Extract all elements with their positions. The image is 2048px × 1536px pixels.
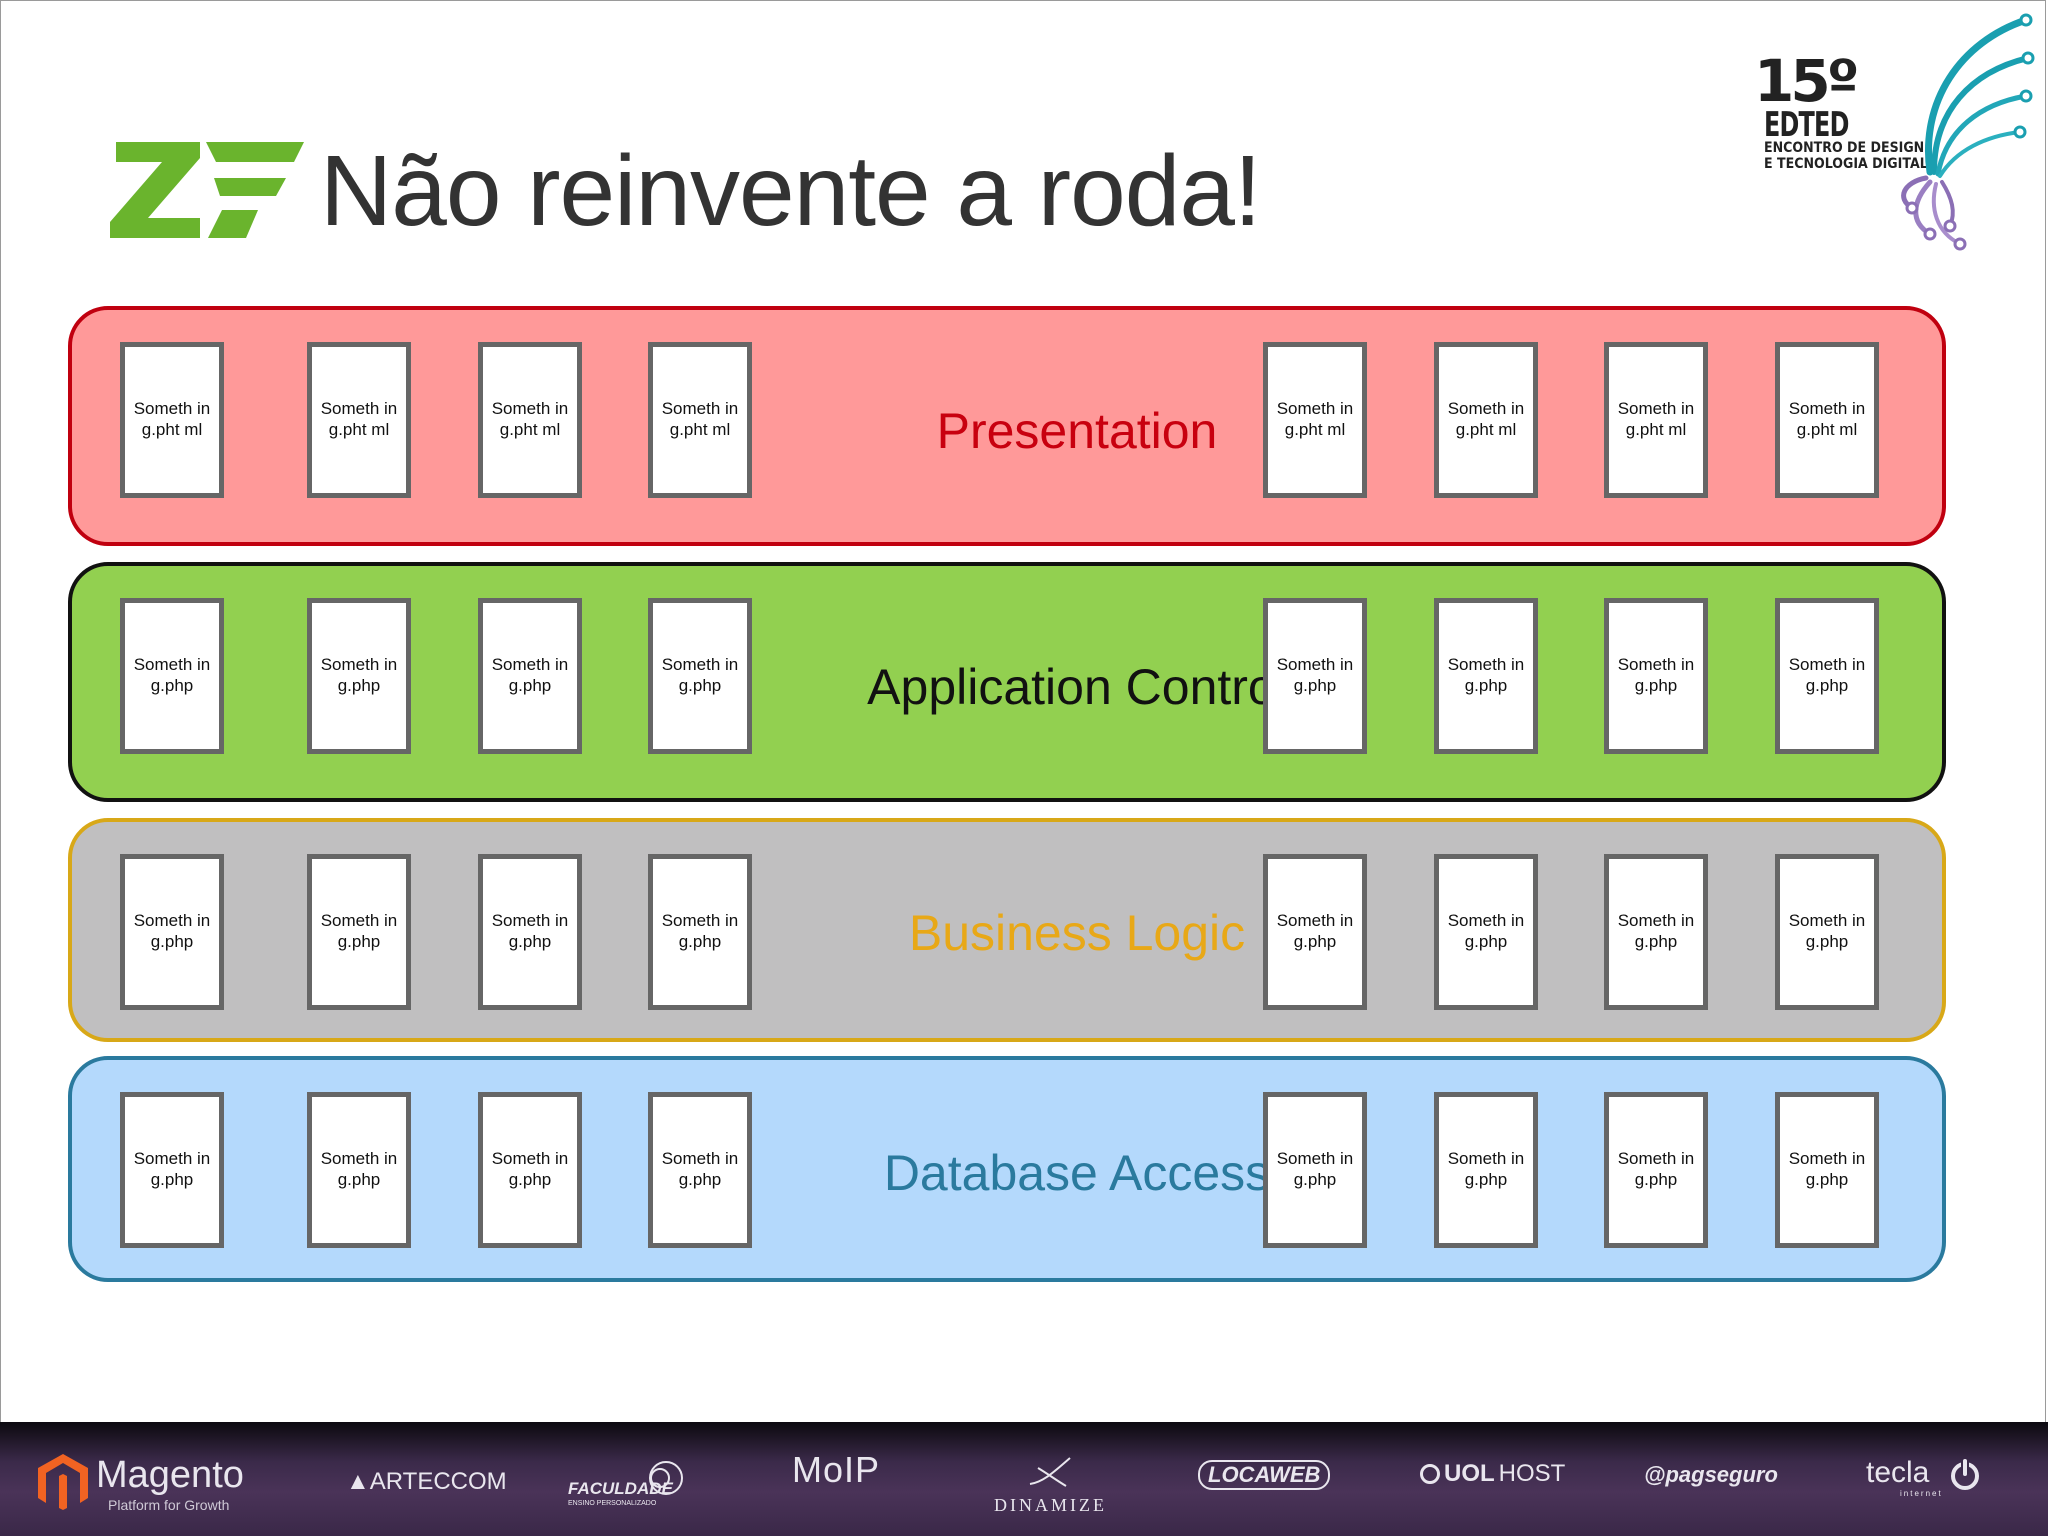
file-box: Someth ing.pht ml (478, 342, 582, 498)
faculdade-text: FACULDADE (568, 1479, 673, 1498)
arteccom-icon: ▲ (346, 1468, 370, 1495)
file-box: Someth ing.pht ml (1775, 342, 1879, 498)
file-box: Someth ing.pht ml (1604, 342, 1708, 498)
dinamize-logo: DINAMIZE (990, 1456, 1110, 1526)
file-box: Someth ing.php (120, 854, 224, 1010)
tecla-logo: tecla internet (1866, 1454, 1986, 1514)
file-box: Someth ing.php (1434, 854, 1538, 1010)
file-box: Someth ing.php (1604, 1092, 1708, 1248)
file-box: Someth ing.php (1263, 1092, 1367, 1248)
file-box: Someth ing.php (478, 854, 582, 1010)
magento-logo: Magento Platform for Growth (36, 1452, 256, 1522)
edted-subtitle-line1: ENCONTRO DE DESIGN (1764, 140, 1925, 156)
file-box: Someth ing.php (307, 598, 411, 754)
tecla-text: tecla (1866, 1456, 1930, 1489)
faculdade-icon (649, 1461, 683, 1495)
file-box: Someth ing.pht ml (1434, 342, 1538, 498)
file-box: Someth ing.php (1775, 1092, 1879, 1248)
faculdade-subtext: ENSINO PERSONALIZADO (568, 1500, 657, 1507)
pagseguro-logo: @pagseguro (1644, 1464, 1778, 1486)
dinamize-text: DINAMIZE (994, 1495, 1107, 1515)
file-box: Someth ing.php (648, 1092, 752, 1248)
pagseguro-icon: @ (1644, 1462, 1666, 1487)
layer-application-control: Application Control Someth ing.php Somet… (68, 562, 1946, 802)
locaweb-logo: LOCAWEB (1198, 1460, 1331, 1490)
file-box: Someth ing.php (648, 598, 752, 754)
edted-logo: 15º EDTED ENCONTRO DE DESIGN E TECNOLOGI… (1750, 12, 2040, 252)
arteccom-logo: ▲ARTECCOM (346, 1470, 507, 1494)
file-box: Someth ing.php (478, 1092, 582, 1248)
edted-subtitle-line2: E TECNOLOGIA DIGITAL (1764, 156, 1928, 173)
file-box: Someth ing.php (478, 598, 582, 754)
file-box: Someth ing.pht ml (120, 342, 224, 498)
file-box: Someth ing.php (307, 854, 411, 1010)
page-title: Não reinvente a roda! (320, 135, 1262, 247)
moip-text: MoIP (792, 1449, 881, 1490)
file-box: Someth ing.php (1434, 1092, 1538, 1248)
tecla-subtext: internet (1900, 1489, 1943, 1498)
file-box: Someth ing.php (1775, 854, 1879, 1010)
zf-logo (110, 142, 304, 238)
layer-label-business-logic: Business Logic (908, 905, 1246, 961)
layer-label-application-control: Application Control (867, 659, 1287, 715)
magento-tagline: Platform for Growth (108, 1497, 230, 1513)
faculdade-logo: FACULDADE ENSINO PERSONALIZADO (568, 1458, 698, 1518)
layer-database-access: Database Access Someth ing.php Someth in… (68, 1056, 1946, 1282)
locaweb-text: LOCAWEB (1208, 1462, 1321, 1487)
file-box: Someth ing.pht ml (1263, 342, 1367, 498)
edted-number: 15º (1754, 47, 1859, 115)
file-box: Someth ing.php (1434, 598, 1538, 754)
file-box: Someth ing.pht ml (648, 342, 752, 498)
file-box: Someth ing.php (648, 854, 752, 1010)
file-box: Someth ing.php (1263, 854, 1367, 1010)
moip-logo: MoIP (792, 1452, 880, 1488)
uolhost-icon (1420, 1464, 1440, 1484)
uolhost-text-a: UOL (1444, 1460, 1495, 1487)
arteccom-text: ARTECCOM (369, 1468, 507, 1495)
pagseguro-text: pagseguro (1665, 1462, 1778, 1487)
magento-icon (38, 1454, 88, 1510)
file-box: Someth ing.php (120, 598, 224, 754)
layer-label-presentation: Presentation (936, 403, 1218, 459)
file-box: Someth ing.php (1775, 598, 1879, 754)
sponsor-bar: Magento Platform for Growth ▲ARTECCOM FA… (0, 1422, 2048, 1536)
power-icon (1951, 1459, 1979, 1490)
layer-business-logic: Business Logic Someth ing.php Someth ing… (68, 818, 1946, 1042)
file-box: Someth ing.php (307, 1092, 411, 1248)
file-box: Someth ing.php (120, 1092, 224, 1248)
file-box: Someth ing.php (1604, 854, 1708, 1010)
file-box: Someth ing.php (1604, 598, 1708, 754)
layer-presentation: Presentation Someth ing.pht ml Someth in… (68, 306, 1946, 546)
edted-name: EDTED (1764, 105, 1849, 145)
file-box: Someth ing.php (1263, 598, 1367, 754)
layer-label-database-access: Database Access (883, 1145, 1271, 1201)
dinamize-icon (1029, 1457, 1071, 1487)
edted-swirl-graphic (1901, 13, 2035, 251)
magento-text: Magento (96, 1454, 244, 1496)
uolhost-text-b: HOST (1498, 1460, 1566, 1487)
file-box: Someth ing.pht ml (307, 342, 411, 498)
edted-subtitle: ENCONTRO DE DESIGN E TECNOLOGIA DIGITAL (1764, 140, 1928, 172)
